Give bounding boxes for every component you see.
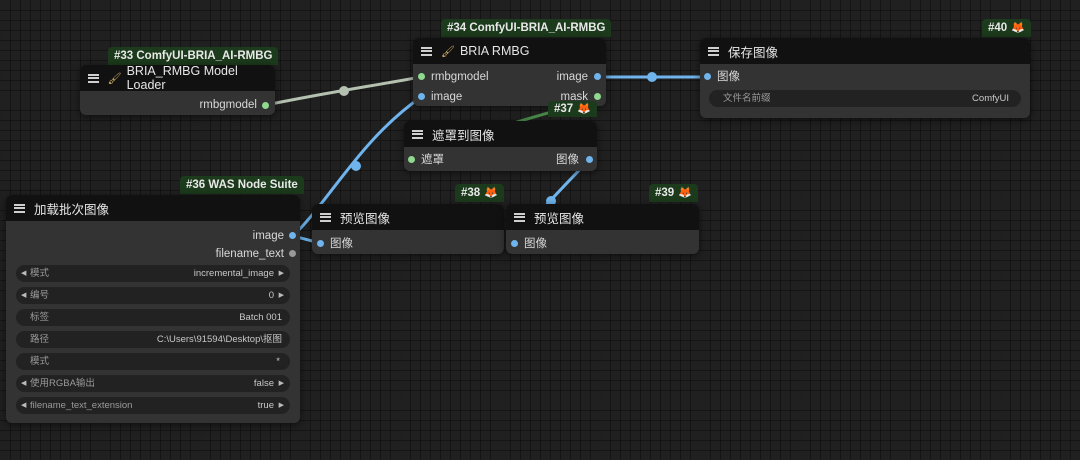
node-40-input-image[interactable]: 图像 [717,71,740,83]
output-slot-image[interactable] [586,156,593,163]
node-34-input-rmbgmodel[interactable]: rmbgmodel [431,71,489,83]
node-37-badge: #37🦊 [548,101,597,117]
arrow-right-icon[interactable]: ▶ [278,402,284,409]
node-39-header[interactable]: 预览图像 [506,204,699,230]
node-33-badge: #33 ComfyUI-BRIA_AI-RMBG [108,47,279,65]
node-36-badge: #36 WAS Node Suite [180,176,304,194]
widget-label[interactable]: 标签 Batch 001 [16,309,290,326]
input-slot-image[interactable] [511,240,518,247]
widget-index[interactable]: ◀ 编号 0 ▶ [16,287,290,304]
input-slot-image[interactable] [317,240,324,247]
node-33-title: BRIA_RMBG Model Loader [126,64,238,92]
node-34-output-image[interactable]: image [556,71,588,83]
hamburger-menu-icon[interactable] [14,203,25,213]
hamburger-menu-icon[interactable] [514,212,525,222]
output-slot-image[interactable] [594,73,601,80]
node-38-title: 预览图像 [340,211,391,226]
arrow-right-icon[interactable]: ▶ [278,292,284,299]
node-38-badge: #38🦊 [455,184,504,202]
node-39-title: 预览图像 [534,211,585,226]
link-rmbgmodel [265,75,422,107]
node-34-input-image[interactable]: image [431,91,463,103]
node-40-save-image[interactable]: 保存图像 图像 文件名前缀 ComfyUI [700,38,1030,118]
link-midpoint [647,72,657,82]
output-slot-rmbgmodel[interactable] [262,102,269,109]
node-36-output-filename-text[interactable]: filename_text [215,248,284,260]
node-37-input-mask[interactable]: 遮罩 [421,154,444,166]
fox-icon: 🦊 [1011,22,1025,34]
input-slot-rmbgmodel[interactable] [418,73,425,80]
node-34-title: BRIA RMBG [459,44,530,58]
node-33-header[interactable]: 🖌 BRIA_RMBG Model Loader [80,64,275,92]
widget-path[interactable]: 路径 C:\Users\91594\Desktop\抠图 [16,331,290,348]
node-34-badge: #34 ComfyUI-BRIA_AI-RMBG [441,19,612,37]
node-39-badge: #39🦊 [649,184,698,202]
input-slot-image[interactable] [418,93,425,100]
arrow-right-icon[interactable]: ▶ [278,270,284,277]
widget-filename-text-extension[interactable]: ◀ filename_text_extension true ▶ [16,397,290,414]
arrow-right-icon[interactable]: ▶ [278,380,284,387]
arrow-left-icon[interactable]: ◀ [21,270,27,277]
node-37-output-image[interactable]: 图像 [556,154,579,166]
node-39-preview-image[interactable]: 预览图像 图像 [506,204,699,254]
arrow-left-icon[interactable]: ◀ [21,292,27,299]
hamburger-menu-icon[interactable] [708,46,719,56]
hamburger-menu-icon[interactable] [412,129,423,139]
hamburger-menu-icon[interactable] [320,212,331,222]
output-slot-filename-text[interactable] [289,250,296,257]
fox-icon: 🦊 [577,103,591,115]
node-37-mask-to-image[interactable]: 遮罩到图像 遮罩 图像 [404,121,597,171]
filename-prefix-widget[interactable]: 文件名前缀 ComfyUI [709,90,1021,107]
link-midpoint [351,161,361,171]
brush-icon: 🖌 [441,45,455,58]
node-34-header[interactable]: 🖌 BRIA RMBG [413,38,606,64]
node-40-header[interactable]: 保存图像 [700,38,1030,64]
input-slot-image[interactable] [704,73,711,80]
node-33-bria-model-loader[interactable]: 🖌 BRIA_RMBG Model Loader rmbgmodel [80,64,275,115]
node-38-preview-image[interactable]: 预览图像 图像 [312,204,504,254]
node-37-title: 遮罩到图像 [432,128,495,143]
hamburger-menu-icon[interactable] [88,73,99,83]
fox-icon: 🦊 [678,187,692,199]
node-36-header[interactable]: 加载批次图像 [6,195,300,221]
node-40-title: 保存图像 [728,45,779,60]
node-38-header[interactable]: 预览图像 [312,204,504,230]
output-slot-image[interactable] [289,232,296,239]
arrow-left-icon[interactable]: ◀ [21,380,27,387]
node-33-output-rmbgmodel[interactable]: rmbgmodel [199,99,257,111]
link-midpoint [339,86,349,96]
brush-icon: 🖌 [107,72,122,85]
node-37-header[interactable]: 遮罩到图像 [404,121,597,147]
widget-rgba-output[interactable]: ◀ 使用RGBA输出 false ▶ [16,375,290,392]
node-36-title: 加载批次图像 [34,202,110,217]
node-40-badge: #40🦊 [982,19,1031,37]
input-slot-mask[interactable] [408,156,415,163]
widget-mode[interactable]: ◀ 模式 incremental_image ▶ [16,265,290,282]
output-slot-mask[interactable] [594,93,601,100]
node-36-load-image-batch[interactable]: 加载批次图像 image filename_text ◀ 模式 incremen… [6,195,300,423]
node-39-input-image[interactable]: 图像 [524,238,547,250]
node-34-bria-rmbg[interactable]: 🖌 BRIA RMBG rmbgmodel image image mask [413,38,606,106]
arrow-left-icon[interactable]: ◀ [21,402,27,409]
node-38-input-image[interactable]: 图像 [330,238,353,250]
hamburger-menu-icon[interactable] [421,46,432,56]
node-36-output-image[interactable]: image [252,230,284,242]
fox-icon: 🦊 [484,187,498,199]
node-34-output-mask[interactable]: mask [560,91,588,103]
widget-pattern[interactable]: 模式 * [16,353,290,370]
